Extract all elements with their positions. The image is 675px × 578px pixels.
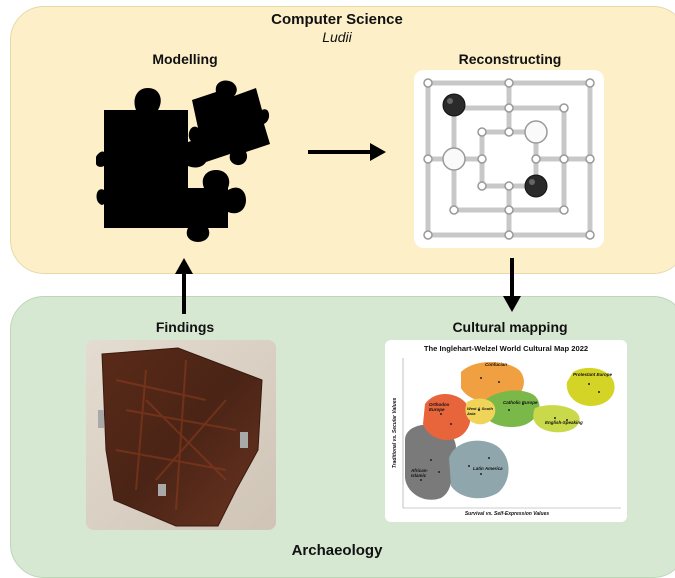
region-label: African-Islamic [411, 468, 429, 478]
map-xlabel: Survival vs. Self-Expression Values [464, 511, 550, 517]
cultural-map-title: The Inglehart-Welzel World Cultural Map … [423, 344, 589, 353]
arrow-up-icon [175, 258, 193, 314]
cultural-mapping-label: Cultural mapping [452, 319, 568, 335]
reconstructing-label: Reconstructing [458, 51, 562, 67]
cultural-map-image: The Inglehart-Welzel World Cultural Map … [385, 340, 627, 522]
region-label: Latin America [473, 466, 503, 471]
region-label: Protestant Europe [573, 372, 613, 377]
region-label: Catholic Europe [503, 400, 538, 405]
pottery-sherd-photo [86, 340, 276, 530]
arrow-down-icon [503, 258, 521, 312]
map-ylabel: Traditional vs. Secular Values [392, 397, 398, 469]
ludii-subtitle: Ludii [322, 29, 352, 45]
computer-science-title: Computer Science [271, 11, 403, 28]
region-label: Confucian [485, 362, 507, 367]
nine-mens-morris-board [414, 70, 604, 248]
region-label: English-Speaking [545, 420, 583, 425]
region-label: Orthodox Europe [429, 402, 450, 412]
modelling-label: Modelling [152, 51, 218, 67]
puzzle-pieces-icon [96, 80, 270, 242]
archaeology-title: Archaeology [291, 542, 383, 559]
region-label: West & South Asia [467, 406, 493, 416]
arrow-right-icon [308, 143, 386, 161]
findings-label: Findings [155, 319, 215, 335]
